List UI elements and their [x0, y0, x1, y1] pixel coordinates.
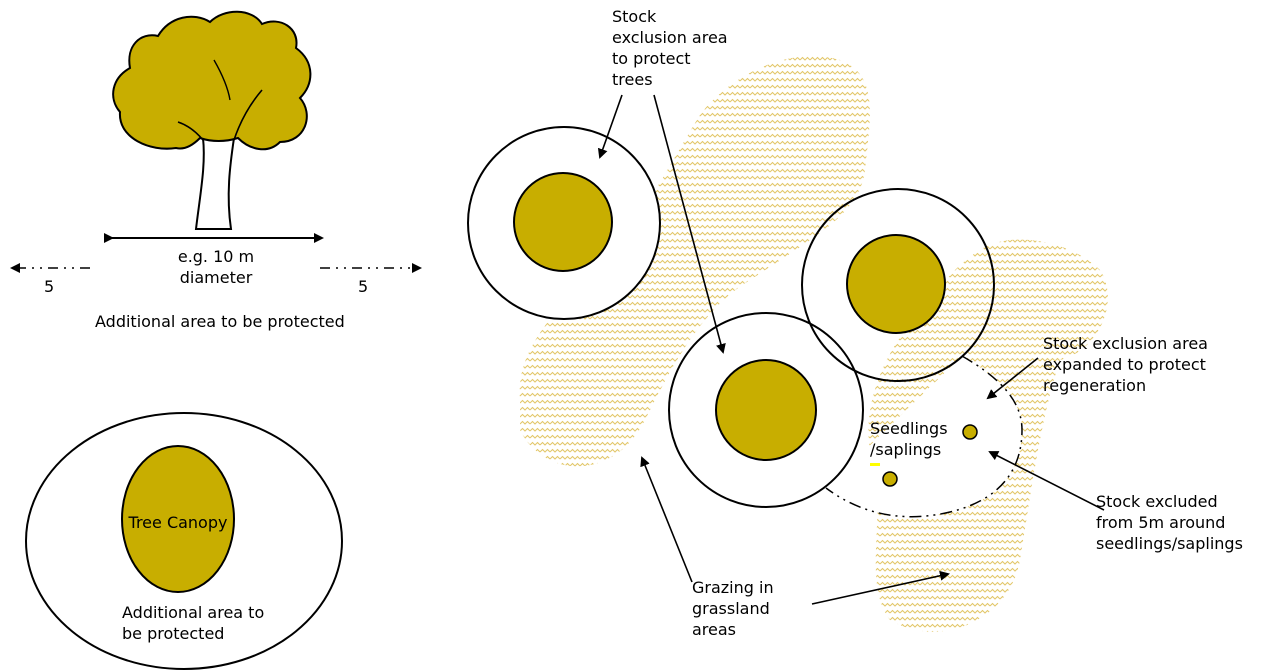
canopy-circle: [846, 234, 946, 334]
arrow-to-top-left-ring: [597, 94, 623, 159]
highlight-mark: [870, 463, 880, 466]
stock-exclusion-label: Stock exclusion area to protect trees: [612, 7, 728, 89]
arrow-to-centre-ring: [653, 94, 726, 354]
left-dimension-value: 5: [44, 277, 55, 296]
canopy-circle: [513, 172, 613, 272]
expanded-exclusion-label: Stock exclusion area expanded to protect…: [1043, 334, 1208, 395]
arrow-to-seedlings: [988, 451, 1105, 511]
exclusion-ring: [801, 188, 995, 382]
circle-caption: Additional area to be protected: [122, 603, 265, 643]
tree-branch-top: [213, 59, 231, 101]
tree-canopy-circle: [121, 445, 235, 593]
tree-trunk: [194, 137, 236, 230]
tree-illustration: [112, 10, 312, 230]
tree-branch-left: [177, 121, 204, 141]
diameter-label: e.g. 10 m diameter: [177, 247, 255, 287]
arrow-to-regeneration-boundary: [986, 357, 1039, 400]
arrow-to-grassland-lower: [811, 570, 950, 605]
seedlings-label: Seedlings /saplings: [870, 419, 948, 459]
stock-excluded-label: Stock excluded from 5m around seedlings/…: [1096, 492, 1243, 553]
regeneration-exclusion-boundary: [825, 355, 1023, 518]
tree-branch-right: [233, 89, 263, 141]
seedling-dot: [962, 424, 978, 440]
grazing-label: Grazing in grassland areas: [692, 578, 774, 639]
tree-canopy-label: Tree Canopy: [128, 513, 228, 532]
arrow-to-grassland-left: [640, 456, 693, 583]
seedling-dot: [882, 471, 898, 487]
tree-crown: [112, 10, 312, 151]
canopy-circle: [715, 359, 817, 461]
protected-tree-top-left: [467, 126, 661, 320]
right-dimension-value: 5: [358, 277, 369, 296]
protected-tree-right: [801, 188, 995, 382]
protected-tree-centre: [668, 312, 864, 508]
grassland-area-large: [519, 56, 870, 467]
additional-area-caption: Additional area to be protected: [95, 312, 345, 331]
